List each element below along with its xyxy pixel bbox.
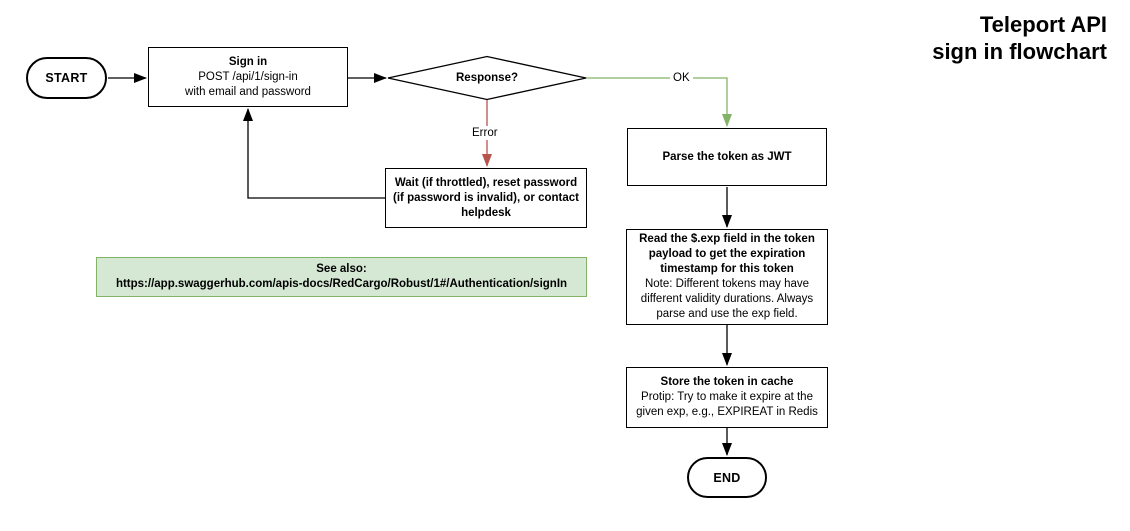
diagram-title: Teleport API sign in flowchart (905, 11, 1107, 65)
read-exp-line3: timestamp for this token (660, 263, 794, 275)
edge-wait-loop-to-signin (243, 108, 385, 199)
wait-line3: helpdesk (461, 206, 511, 219)
read-exp-note3: parse and use the exp field. (656, 308, 798, 320)
response-decision-label: Response? (456, 72, 518, 84)
sign-in-title: Sign in (228, 55, 268, 68)
error-edge-label: Error (469, 126, 501, 140)
end-terminator: END (687, 457, 767, 498)
parse-jwt-box: Parse the token as JWT (627, 128, 827, 186)
wait-reset-helpdesk-box: Wait (if throttled), reset password (if … (385, 168, 587, 228)
sign-in-credentials: with email and password (185, 85, 311, 98)
wait-line2: (if password is invalid), or contact (393, 191, 579, 204)
store-token-title: Store the token in cache (660, 376, 794, 388)
read-exp-note1: Note: Different tokens may have (644, 278, 810, 290)
wait-line1: Wait (if throttled), reset password (394, 176, 578, 189)
read-exp-line2: payload to get the expiration (648, 248, 806, 260)
read-exp-note2: different validity durations. Always (640, 293, 814, 305)
diagram-title-line2: sign in flowchart (932, 39, 1107, 64)
read-exp-line1: Read the $.exp field in the token (639, 233, 815, 245)
parse-jwt-label: Parse the token as JWT (662, 150, 792, 163)
ok-edge-label: OK (670, 71, 693, 85)
start-label: START (45, 71, 88, 85)
start-terminator: START (26, 57, 107, 99)
read-exp-field-box: Read the $.exp field in the token payloa… (626, 229, 828, 325)
store-token-note1: Protip: Try to make it expire at the (641, 391, 813, 403)
edge-ok-response-to-parse (586, 77, 732, 127)
response-decision-diamond (387, 55, 587, 101)
see-also-note-box: See also: https://app.swaggerhub.com/api… (96, 257, 587, 297)
end-label: END (713, 470, 741, 485)
store-token-note2: given exp, e.g., EXPIREAT in Redis (636, 406, 818, 418)
see-also-url: https://app.swaggerhub.com/apis-docs/Red… (115, 278, 568, 290)
sign-in-endpoint: POST /api/1/sign-in (198, 70, 298, 83)
diagram-title-line1: Teleport API (979, 12, 1107, 37)
store-token-cache-box: Store the token in cache Protip: Try to … (626, 367, 828, 428)
see-also-title: See also: (316, 263, 367, 275)
sign-in-process-box: Sign in POST /api/1/sign-in with email a… (148, 47, 348, 107)
